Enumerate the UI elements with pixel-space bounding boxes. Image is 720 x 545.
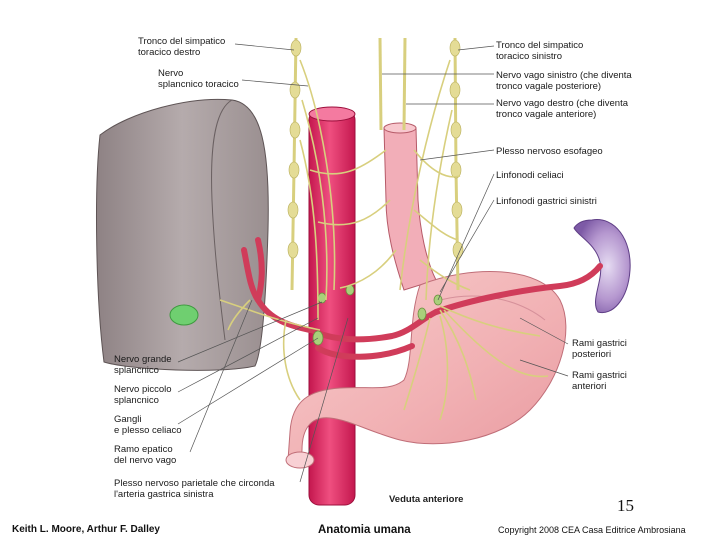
label-parietal-plexus: Plesso nervoso parietale che circonda l'…	[114, 478, 275, 500]
footer-authors: Keith L. Moore, Arthur F. Dalley	[12, 524, 160, 535]
hepatic-artery	[241, 237, 603, 360]
vagus-nerves	[378, 37, 407, 131]
esophagus-cut-end	[383, 122, 417, 134]
label-right-vagus-nerve: Nervo vago destro (che diventa tronco va…	[496, 98, 629, 120]
nerve-network	[219, 59, 549, 421]
label-left-gastric-lymph-nodes: Linfonodi gastrici sinistri	[496, 196, 597, 207]
footer-book-title: Anatomia umana	[318, 524, 411, 536]
label-celiac-lymph-nodes: Linfonodi celiaci	[496, 170, 564, 181]
label-left-vagus-nerve: Nervo vago sinistro (che diventa tronco …	[496, 70, 632, 92]
label-thoracic-splanchnic-nerve: Nervo splancnico toracico	[158, 68, 239, 90]
label-esophageal-plexus: Plesso nervoso esofageo	[496, 146, 603, 157]
label-right-sympathetic-trunk: Tronco del simpatico toracico destro	[138, 36, 226, 58]
label-posterior-gastric-branches: Rami gastrici posteriori	[572, 338, 627, 360]
duodenum-cut-end	[285, 451, 315, 469]
liver	[96, 98, 269, 371]
sympathetic-ganglia-right	[287, 39, 302, 259]
celiac-ganglia	[312, 284, 443, 346]
sympathetic-ganglia-left	[449, 39, 464, 259]
footer-copyright: Copyright 2008 CEA Casa Editrice Ambrosi…	[498, 525, 686, 535]
slide-number: 15	[617, 496, 634, 515]
label-left-sympathetic-trunk: Tronco del simpatico toracico sinistro	[496, 40, 584, 62]
gallbladder	[169, 304, 199, 326]
view-caption: Veduta anteriore	[389, 494, 464, 505]
label-anterior-gastric-branches: Rami gastrici anteriori	[572, 370, 627, 392]
aorta-cut-end	[308, 106, 356, 122]
label-greater-splanchnic-nerve: Nervo grande splancnico	[114, 354, 172, 376]
label-hepatic-branch-vagus: Ramo epatico del nervo vago	[114, 444, 177, 466]
label-celiac-ganglia-plexus: Gangli e plesso celiaco	[114, 414, 182, 436]
liver-lobe-edge	[211, 99, 233, 341]
stomach-fold	[439, 295, 546, 321]
aorta	[308, 109, 356, 506]
label-lesser-splanchnic-nerve: Nervo piccolo splancnico	[114, 384, 172, 406]
stomach	[287, 271, 567, 461]
leader-lines	[177, 43, 569, 483]
